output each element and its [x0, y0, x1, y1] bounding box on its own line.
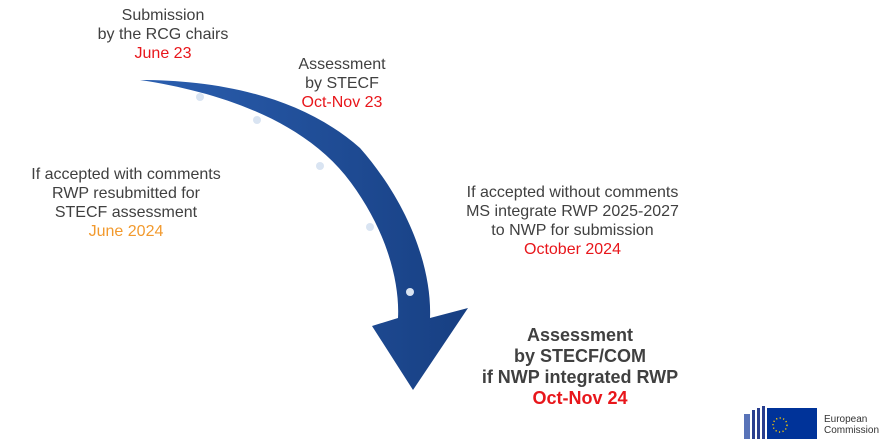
accepted-without-line2: MS integrate RWP 2025-2027 [466, 203, 679, 220]
accepted-with-line1: If accepted with comments [31, 166, 221, 183]
milestone-dot-3 [316, 162, 324, 170]
milestone-dot-1 [196, 93, 204, 101]
accepted-without-date: October 2024 [524, 241, 621, 258]
arrow-body [140, 80, 468, 390]
milestone-dot-4 [366, 223, 374, 231]
european-commission-logo [744, 406, 817, 439]
accepted-without-line1: If accepted without comments [466, 184, 679, 201]
final-assessment-line1: Assessment [526, 325, 634, 345]
eu-stars-icon [772, 417, 788, 433]
milestone-dot-2 [253, 116, 261, 124]
submission-line1: Submission [121, 7, 205, 24]
final-assessment-step: Assessment by STECF/COM if NWP integrate… [430, 325, 730, 409]
ec-building-icon [744, 406, 817, 439]
accepted-without-line3: to NWP for submission [491, 222, 654, 239]
accepted-without-comments-step: If accepted without comments MS integrat… [400, 183, 745, 259]
final-assessment-date: Oct-Nov 24 [532, 388, 628, 408]
submission-date: June 23 [134, 45, 192, 62]
milestone-dot-5 [406, 288, 414, 296]
submission-line2: by the RCG chairs [97, 26, 229, 43]
final-assessment-line2: by STECF/COM [513, 346, 646, 366]
accepted-with-date: June 2024 [88, 223, 164, 240]
stecf-assessment-step: Assessment by STECF Oct-Nov 23 [242, 55, 442, 112]
ec-logo-line1: European [824, 414, 868, 425]
accepted-with-comments-step: If accepted with comments RWP resubmitte… [0, 165, 252, 241]
ec-logo-text: European Commission [824, 414, 879, 436]
accepted-with-line2: RWP resubmitted for [52, 185, 200, 202]
ec-logo-line2: Commission [824, 425, 880, 436]
stecf-assessment-line1: Assessment [298, 56, 386, 73]
stecf-assessment-date: Oct-Nov 23 [301, 94, 383, 111]
accepted-with-line3: STECF assessment [54, 204, 198, 221]
stecf-assessment-line2: by STECF [305, 75, 379, 92]
final-assessment-line3: if NWP integrated RWP [481, 367, 679, 387]
arrow-milestone-dots [196, 93, 414, 296]
submission-step: Submission by the RCG chairs June 23 [48, 6, 278, 63]
